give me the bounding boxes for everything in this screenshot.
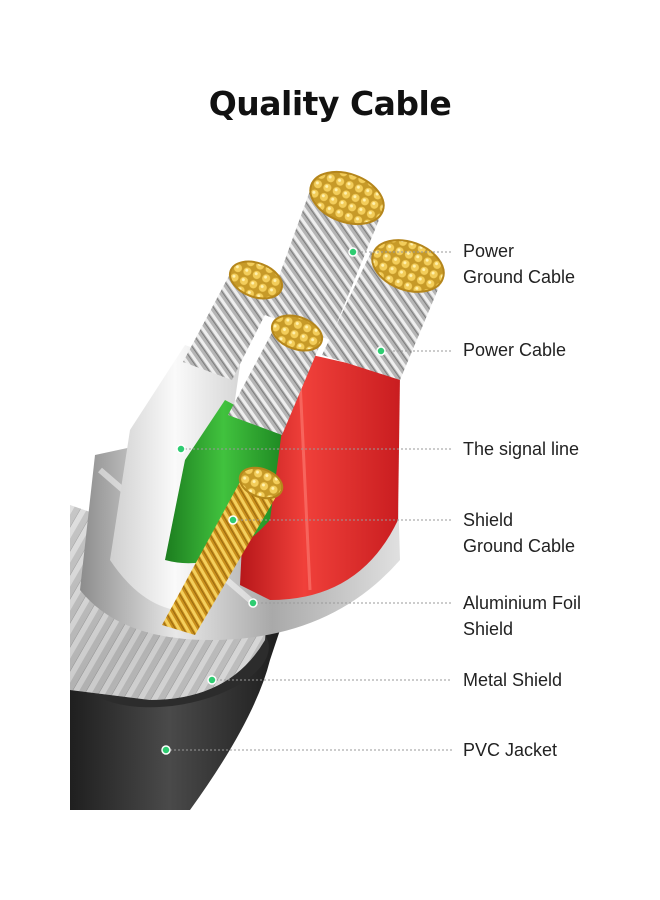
page-title: Quality Cable	[208, 84, 452, 123]
label-line: Ground Cable	[463, 536, 576, 556]
label-line: Aluminium Foil	[463, 593, 582, 613]
label-line: Metal Shield	[463, 670, 563, 690]
label-line: Power	[463, 241, 515, 261]
signal-conductor	[228, 325, 322, 435]
label-line: The signal line	[463, 439, 580, 459]
label-metal-shield: Metal Shield	[463, 667, 562, 693]
label-line: Shield	[463, 510, 514, 530]
shield-ground-conductor	[162, 478, 280, 635]
label-aluminium-foil-shield: Aluminium Foil Shield	[463, 590, 581, 642]
marker-foil	[248, 598, 258, 608]
marker-metal-shield	[207, 675, 217, 685]
label-pvc-jacket: PVC Jacket	[463, 737, 557, 763]
label-line: Power Cable	[463, 340, 567, 360]
marker-signal	[176, 444, 186, 454]
marker-power-cable	[376, 346, 386, 356]
label-line: Ground Cable	[463, 267, 576, 287]
label-line: PVC Jacket	[463, 740, 558, 760]
label-signal-line: The signal line	[463, 436, 579, 462]
label-power-cable: Power Cable	[463, 337, 566, 363]
label-line: Shield	[463, 619, 514, 639]
marker-pvc	[161, 745, 171, 755]
marker-shield-ground	[228, 515, 238, 525]
marker-power-ground	[348, 247, 358, 257]
label-power-ground-cable: Power Ground Cable	[463, 238, 575, 290]
label-shield-ground-cable: Shield Ground Cable	[463, 507, 575, 559]
